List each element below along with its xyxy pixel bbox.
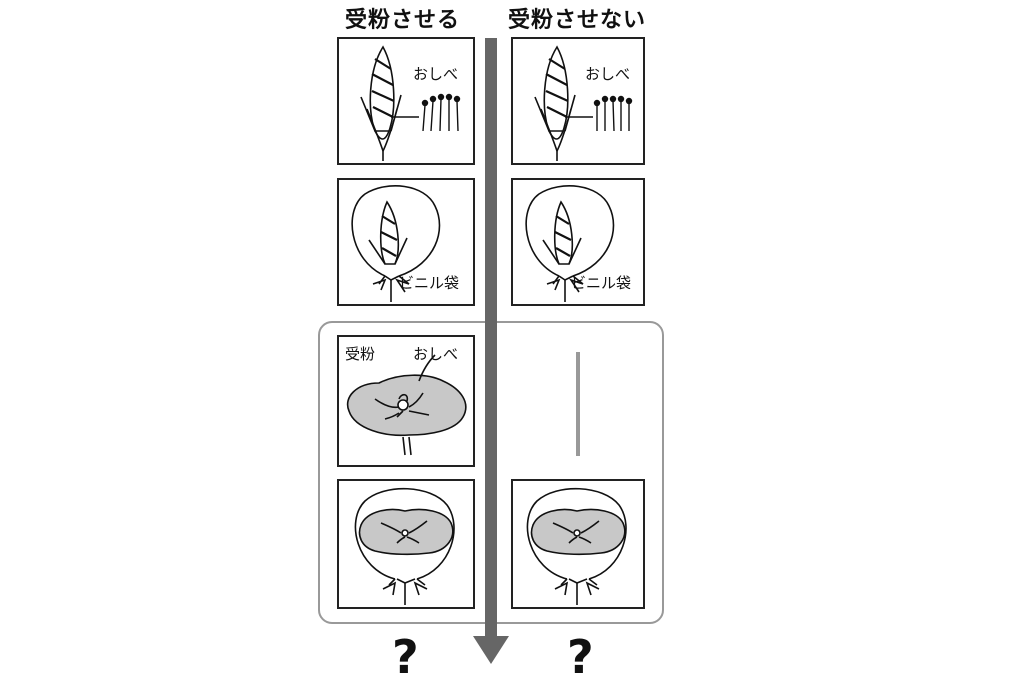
- bagged-bud-illustration: [351, 185, 441, 302]
- bud-illustration: [534, 45, 633, 161]
- vinyl-bag-label: ビニル袋: [399, 274, 460, 292]
- panel-right-bud-stamen: おしべ: [511, 37, 645, 165]
- down-arrow-icon: [473, 38, 509, 664]
- stamen-label: おしべ: [413, 345, 459, 363]
- panel-right-bagged-flower: [511, 479, 645, 609]
- left-result-question-mark: ?: [392, 630, 419, 684]
- open-flower-illustration: [346, 354, 467, 456]
- bagged-flower-illustration: [526, 487, 627, 605]
- stamen-label: おしべ: [413, 65, 459, 83]
- pollination-label: 受粉: [345, 345, 376, 363]
- right-result-question-mark: ?: [567, 630, 594, 684]
- no-action-dash: [576, 352, 580, 456]
- panel-right-bagged-bud: ビニル袋: [511, 178, 645, 306]
- vinyl-bag-label: ビニル袋: [571, 274, 632, 292]
- left-column-title: 受粉させる: [345, 8, 461, 33]
- bagged-bud-illustration: [525, 185, 615, 302]
- panel-left-bud-stamen: おしべ: [337, 37, 475, 165]
- stamens-illustration: [421, 93, 461, 132]
- panel-left-bagged-flower: [337, 479, 475, 609]
- stamens-illustration: [593, 95, 633, 132]
- right-column-title: 受粉させない: [508, 8, 647, 33]
- bagged-flower-illustration: [354, 487, 455, 605]
- panel-left-bagged-bud: ビニル袋: [337, 178, 475, 306]
- bud-illustration: [360, 45, 461, 161]
- stamen-label: おしべ: [585, 65, 631, 83]
- panel-left-pollination: 受粉 おしべ: [337, 335, 475, 467]
